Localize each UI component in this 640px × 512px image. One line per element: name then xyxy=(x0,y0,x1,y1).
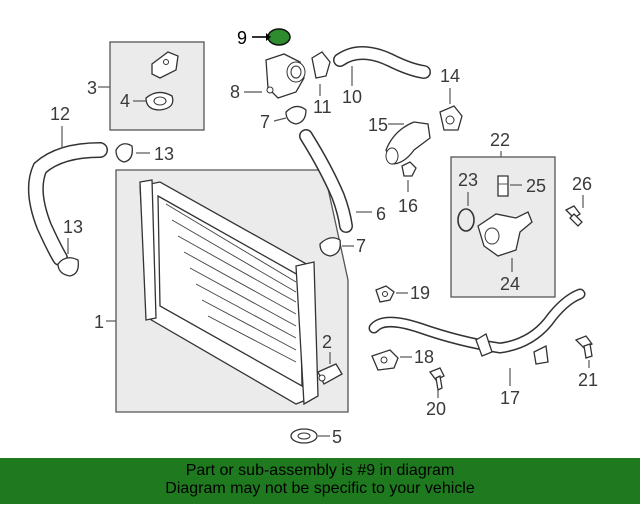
callout-5: 5 xyxy=(332,427,342,447)
callout-25: 25 xyxy=(526,176,546,196)
part-16-nut[interactable] xyxy=(401,161,417,177)
callout-24: 24 xyxy=(500,274,520,294)
part-7-clamp-lower[interactable] xyxy=(319,237,341,257)
callout-26: 26 xyxy=(572,174,592,194)
part-15-inlet-fitting[interactable] xyxy=(385,121,431,165)
callout-16: 16 xyxy=(398,196,418,216)
callout-7a: 7 xyxy=(260,112,270,132)
part-25-sensor[interactable] xyxy=(497,175,509,197)
part-20-bolt[interactable] xyxy=(428,367,445,391)
callout-18: 18 xyxy=(414,347,434,367)
callout-3: 3 xyxy=(87,78,97,98)
part-2-drain-plug[interactable] xyxy=(317,363,343,385)
leader-7a xyxy=(273,117,287,122)
part-5-grommet[interactable] xyxy=(290,428,318,444)
callout-4: 4 xyxy=(120,91,130,111)
part-11-clamp[interactable] xyxy=(311,51,331,79)
callout-6: 6 xyxy=(376,204,386,224)
callout-19: 19 xyxy=(410,283,430,303)
part-26-bolt[interactable] xyxy=(564,205,583,227)
box-3 xyxy=(109,41,205,131)
part-23-o-ring[interactable] xyxy=(457,208,475,232)
part-1-radiator[interactable] xyxy=(139,179,319,406)
callout-21: 21 xyxy=(578,370,598,390)
callout-11: 11 xyxy=(313,97,332,117)
callout-23: 23 xyxy=(458,170,478,190)
callout-8: 8 xyxy=(230,82,240,102)
part-18-bracket[interactable] xyxy=(371,349,399,371)
callout-14: 14 xyxy=(440,66,460,86)
arrowhead-9 xyxy=(266,33,271,41)
callout-15: 15 xyxy=(368,115,388,135)
part-13-clamp-lower[interactable] xyxy=(57,257,79,277)
part-19-nut[interactable] xyxy=(375,285,395,303)
part-21-bolt[interactable] xyxy=(574,335,593,359)
callout-7b: 7 xyxy=(356,236,366,256)
callout-12: 12 xyxy=(50,104,70,124)
part-3-bracket[interactable] xyxy=(151,51,179,79)
parts-diagram: 9 3 4 8 11 7 10 14 xyxy=(27,28,598,447)
callout-2: 2 xyxy=(322,332,332,352)
part-17-pipe[interactable] xyxy=(368,288,586,365)
part-4-grommet[interactable] xyxy=(145,91,174,111)
part-9-cap[interactable] xyxy=(267,28,291,46)
callout-13a: 13 xyxy=(154,144,174,164)
part-7-clamp-upper[interactable] xyxy=(285,105,307,125)
part-10-hose[interactable] xyxy=(333,46,431,79)
callout-10: 10 xyxy=(342,87,362,107)
callout-13b: 13 xyxy=(63,217,83,237)
part-24-housing[interactable] xyxy=(477,211,533,257)
callout-9: 9 xyxy=(237,28,247,48)
part-6-hose[interactable] xyxy=(299,129,353,233)
banner-line-2: Diagram may not be specific to your vehi… xyxy=(165,480,475,497)
callout-1: 1 xyxy=(94,312,104,332)
part-8-water-outlet[interactable] xyxy=(265,53,306,99)
part-12-hose[interactable] xyxy=(27,142,108,266)
callout-17: 17 xyxy=(500,388,520,408)
banner-line-1: Part or sub-assembly is #9 in diagram xyxy=(185,462,455,479)
part-13-clamp-upper[interactable] xyxy=(115,143,133,163)
callout-20: 20 xyxy=(426,399,446,419)
callout-22: 22 xyxy=(490,130,510,150)
notice-banner: Part or sub-assembly is #9 in diagram Di… xyxy=(0,458,640,504)
part-14-fitting[interactable] xyxy=(439,105,463,131)
